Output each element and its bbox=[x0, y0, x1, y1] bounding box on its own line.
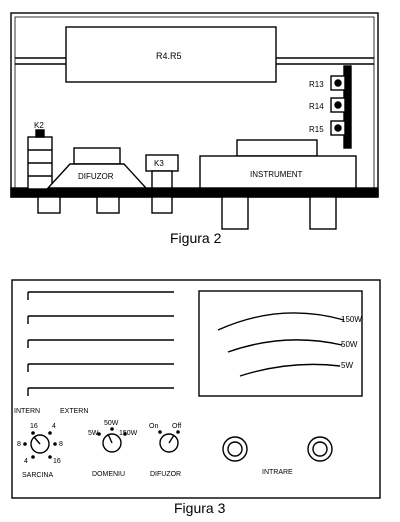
k3-base bbox=[151, 170, 173, 189]
sarcina-mark-16-top: 16 bbox=[30, 423, 38, 430]
domeniu-mark-50w: 50W bbox=[104, 420, 119, 427]
speaker-magnet bbox=[73, 147, 121, 165]
difuzor-mark-on: On bbox=[149, 423, 158, 430]
knob-indicator-dots bbox=[23, 427, 180, 459]
r15-dot bbox=[334, 124, 342, 132]
sarcina-mark-8-left: 8 bbox=[17, 441, 21, 448]
vent-slot-3 bbox=[27, 339, 174, 348]
label-intern: INTERN bbox=[14, 408, 40, 415]
vent-slot-4 bbox=[27, 363, 174, 372]
meter-arc-50w bbox=[227, 339, 343, 353]
sarcina-mark-4-bottom: 4 bbox=[24, 458, 28, 465]
vent-slot-1 bbox=[27, 291, 174, 300]
label-domeniu: DOMENIU bbox=[92, 471, 125, 478]
instrument-body bbox=[199, 155, 357, 189]
label-difuzor-fig2: DIFUZOR bbox=[78, 172, 114, 181]
input-jack-1-inner bbox=[227, 441, 243, 457]
meter-arc-5w bbox=[239, 363, 341, 377]
front-knob-2 bbox=[96, 196, 120, 214]
front-jack-1 bbox=[221, 196, 249, 230]
label-r13: R13 bbox=[309, 80, 324, 89]
input-jack-2-inner bbox=[312, 441, 328, 457]
difuzor-mark-off: Off bbox=[172, 423, 181, 430]
chassis-bottom-plate bbox=[10, 187, 379, 198]
label-r15: R15 bbox=[309, 125, 324, 134]
label-intrare: INTRARE bbox=[262, 469, 293, 476]
front-knob-3 bbox=[151, 196, 173, 214]
label-sarcina: SARCINA bbox=[22, 472, 53, 479]
speaker-cone bbox=[46, 163, 148, 189]
label-extern: EXTERN bbox=[60, 408, 88, 415]
label-k3: K3 bbox=[154, 159, 164, 168]
label-k2: K2 bbox=[34, 121, 44, 130]
meter-arc-150w bbox=[217, 312, 345, 331]
label-r4r5: R4.R5 bbox=[156, 51, 182, 61]
caption-figura-2: Figura 2 bbox=[170, 230, 222, 246]
meter-scale-5w: 5W bbox=[341, 361, 353, 370]
sarcina-mark-8-right: 8 bbox=[59, 441, 63, 448]
sarcina-mark-4-top: 4 bbox=[52, 423, 56, 430]
domeniu-mark-5w: 5W bbox=[88, 430, 99, 437]
input-jack-1-outer[interactable] bbox=[222, 436, 248, 462]
label-r14: R14 bbox=[309, 102, 324, 111]
meter-window bbox=[198, 290, 363, 397]
figure-2 bbox=[10, 12, 379, 230]
r13-dot bbox=[334, 79, 342, 87]
meter-scale-150w: 150W bbox=[341, 315, 362, 324]
k2-top bbox=[35, 129, 45, 138]
vent-slot-2 bbox=[27, 315, 174, 324]
front-jack-2 bbox=[309, 196, 337, 230]
label-instrument: INSTRUMENT bbox=[250, 170, 303, 179]
label-difuzor-fig3: DIFUZOR bbox=[150, 471, 181, 478]
caption-figura-3: Figura 3 bbox=[174, 500, 226, 516]
front-knob-1 bbox=[37, 196, 61, 214]
front-panel-outline bbox=[11, 279, 381, 499]
instrument-top bbox=[236, 139, 318, 157]
vent-slot-5 bbox=[27, 387, 174, 396]
figure-3 bbox=[11, 279, 381, 499]
domeniu-mark-150w: 150W bbox=[119, 430, 138, 437]
r4r5-block bbox=[65, 26, 277, 83]
r14-dot bbox=[334, 101, 342, 109]
meter-scale-50w: 50W bbox=[341, 340, 358, 349]
input-jack-2-outer[interactable] bbox=[307, 436, 333, 462]
sarcina-mark-16-bottom: 16 bbox=[53, 458, 61, 465]
